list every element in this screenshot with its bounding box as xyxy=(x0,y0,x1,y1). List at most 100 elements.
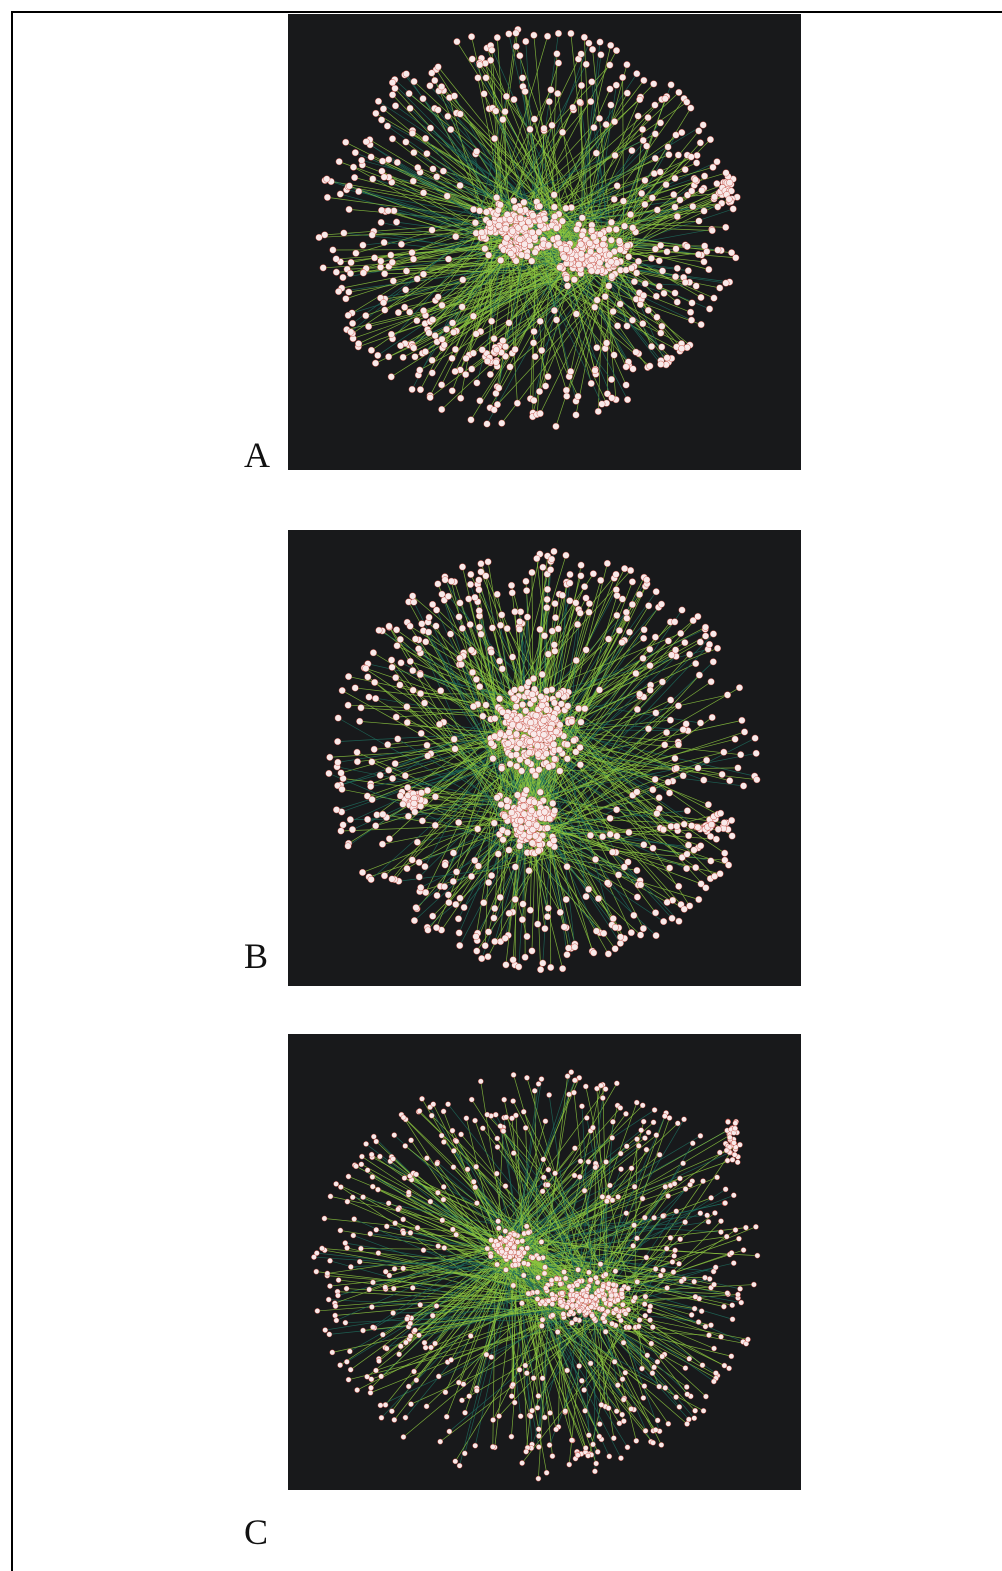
network-node xyxy=(457,182,464,189)
network-node xyxy=(610,1198,615,1203)
network-node xyxy=(485,879,492,886)
network-node xyxy=(557,722,564,729)
network-node xyxy=(451,93,458,100)
network-node xyxy=(661,742,668,749)
network-node xyxy=(555,60,562,67)
network-node xyxy=(698,1133,703,1138)
network-node xyxy=(705,801,712,808)
network-node xyxy=(404,1316,409,1321)
network-node xyxy=(561,1311,566,1316)
network-node xyxy=(389,876,396,883)
network-node xyxy=(572,1173,577,1178)
network-node xyxy=(459,1398,464,1403)
network-node xyxy=(653,932,660,939)
network-node xyxy=(713,1265,718,1270)
network-node xyxy=(471,857,478,864)
network-node xyxy=(730,206,737,213)
network-node xyxy=(517,207,524,214)
network-node xyxy=(682,639,689,646)
network-node xyxy=(578,51,585,58)
network-node xyxy=(681,906,688,913)
network-node xyxy=(518,1414,523,1419)
network-node xyxy=(611,1436,616,1441)
network-node xyxy=(629,578,636,585)
network-node xyxy=(472,219,479,226)
network-node xyxy=(412,809,419,816)
network-node xyxy=(550,1454,555,1459)
network-node xyxy=(555,626,562,633)
network-node xyxy=(573,226,580,233)
network-node xyxy=(588,227,595,234)
network-node xyxy=(634,894,641,901)
network-node xyxy=(368,1390,373,1395)
network-node xyxy=(480,1126,485,1131)
network-node xyxy=(564,755,571,762)
network-node xyxy=(506,320,513,327)
network-node xyxy=(582,705,589,712)
network-node xyxy=(617,301,624,308)
network-node xyxy=(493,108,500,115)
network-node xyxy=(477,397,484,404)
network-node xyxy=(467,581,474,588)
network-node xyxy=(445,256,452,263)
network-node xyxy=(465,596,472,603)
network-node xyxy=(478,631,485,638)
network-node xyxy=(371,1134,376,1139)
network-node xyxy=(360,1194,365,1199)
network-node xyxy=(486,220,493,227)
network-panel-c xyxy=(288,1034,801,1490)
network-node xyxy=(626,629,633,636)
network-node xyxy=(348,329,355,336)
network-node xyxy=(488,1254,493,1259)
network-node xyxy=(657,169,664,176)
network-node xyxy=(424,787,431,794)
network-node xyxy=(582,1408,587,1413)
network-node xyxy=(336,158,343,165)
network-node xyxy=(409,386,416,393)
network-node xyxy=(613,82,620,89)
network-node xyxy=(673,246,680,253)
network-node xyxy=(395,1207,400,1212)
network-node xyxy=(667,717,674,724)
network-panel-a xyxy=(288,14,801,470)
network-node xyxy=(498,765,505,772)
network-node xyxy=(371,254,378,261)
network-node xyxy=(494,1171,499,1176)
network-node xyxy=(575,393,582,400)
network-node xyxy=(334,1181,339,1186)
network-node xyxy=(494,794,501,801)
network-node xyxy=(624,323,631,330)
network-node xyxy=(439,302,446,309)
network-node xyxy=(493,1112,498,1117)
network-node xyxy=(588,79,595,86)
network-node xyxy=(645,1353,650,1358)
network-node xyxy=(706,1219,711,1224)
network-node xyxy=(685,1392,690,1397)
network-node xyxy=(406,309,413,316)
network-node xyxy=(564,703,571,710)
network-node xyxy=(519,701,526,708)
network-node xyxy=(487,371,494,378)
network-node xyxy=(526,1291,531,1296)
network-node xyxy=(462,1410,467,1415)
network-node xyxy=(414,276,421,283)
network-node xyxy=(509,1116,514,1121)
network-node xyxy=(586,1433,591,1438)
network-node xyxy=(618,1456,623,1461)
network-node xyxy=(573,1317,578,1322)
network-node xyxy=(462,371,469,378)
network-node xyxy=(345,843,352,850)
network-node xyxy=(418,789,425,796)
network-node xyxy=(690,1141,695,1146)
network-node xyxy=(512,864,519,871)
network-node xyxy=(563,387,570,394)
network-node xyxy=(389,664,396,671)
network-node xyxy=(516,843,523,850)
network-node xyxy=(506,910,513,917)
network-node xyxy=(435,107,442,114)
network-node xyxy=(524,1370,529,1375)
network-node xyxy=(547,725,554,732)
network-node xyxy=(713,836,720,843)
network-node xyxy=(518,252,525,259)
network-node xyxy=(516,723,523,730)
